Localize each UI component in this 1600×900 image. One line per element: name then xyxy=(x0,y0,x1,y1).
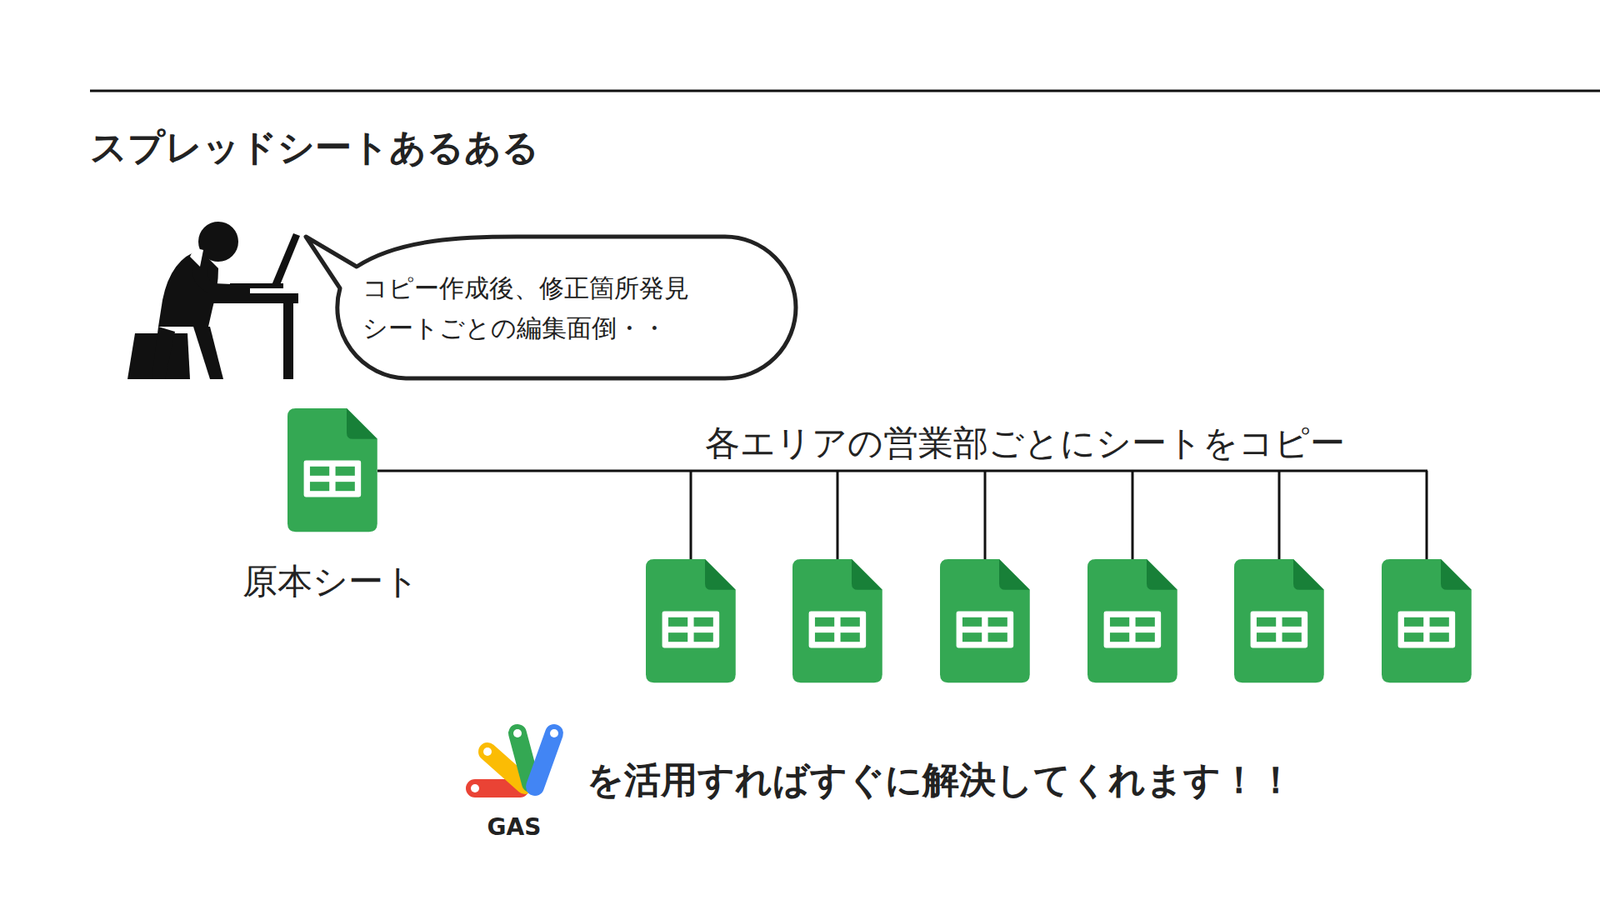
gas-logo-label: GAS xyxy=(487,813,542,841)
copy-label: 各エリアの営業部ごとにシートをコピー xyxy=(705,420,1345,467)
speech-bubble: コピー作成後、修正箇所発見 シートごとの編集面倒・・ xyxy=(300,233,800,384)
copied-sheets xyxy=(645,559,1472,683)
sheet-icon-shape xyxy=(287,408,378,532)
header-rule xyxy=(90,90,1600,93)
gas-logo-holes xyxy=(470,729,559,793)
original-sheet: 原本シート xyxy=(229,408,433,609)
sheet-icon-use xyxy=(287,408,378,532)
sheet-label: 原本シート xyxy=(229,558,433,605)
worried-person xyxy=(127,221,300,380)
title: スプレッドシートあるある xyxy=(90,123,540,173)
bubble-text: コピー作成後、修正箇所発見 シートごとの編集面倒・・ xyxy=(362,268,695,349)
copy-tree xyxy=(377,470,1428,560)
bubble-shape xyxy=(305,236,796,379)
gas-logo xyxy=(475,733,555,789)
solution-text: を活用すればすぐに解決してくれます！！ xyxy=(586,755,1295,805)
bubble-outline xyxy=(300,233,800,384)
